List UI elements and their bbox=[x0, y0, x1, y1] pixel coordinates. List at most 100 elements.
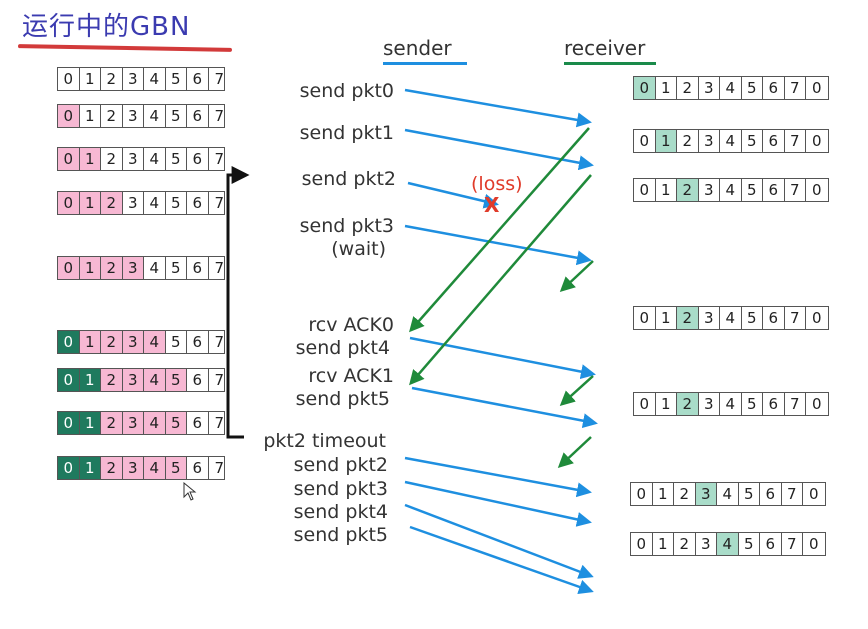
sender-seq-cell: 7 bbox=[214, 414, 225, 432]
timeout-bracket bbox=[226, 166, 250, 439]
arrow-pkt3 bbox=[404, 224, 592, 266]
ack1-arrow bbox=[409, 174, 592, 386]
sender-seq-cell: 6 bbox=[187, 68, 209, 90]
receiver-seq-cell: 6 bbox=[763, 130, 785, 152]
arrow-pkt4 bbox=[409, 336, 596, 380]
receiver-seq-cell: 1 bbox=[653, 533, 674, 555]
sender-seq-cell: 4 bbox=[144, 192, 166, 214]
sender-seq-cell: 6 bbox=[187, 412, 209, 434]
receiver-seq-cell: 3 bbox=[699, 393, 720, 415]
receiver-seq-cell: 2 bbox=[674, 483, 696, 505]
sender-seq-cell: 2 bbox=[101, 105, 123, 127]
receiver-seq-cell: 1 bbox=[656, 179, 677, 201]
sender-seq-cell: 4 bbox=[144, 105, 166, 127]
sender-seq-cell: 7 bbox=[214, 459, 225, 477]
sender-seq-cell: 5 bbox=[165, 369, 187, 391]
sender-seq-cell: 2 bbox=[101, 68, 123, 90]
receiver-seq-cell: 5 bbox=[739, 533, 760, 555]
sender-seq-cell: 1 bbox=[79, 331, 101, 353]
sender-seq-cell: 3 bbox=[122, 331, 144, 353]
sender-seq-cell: 1 bbox=[80, 68, 101, 90]
sender-seq-cell: 1 bbox=[79, 192, 101, 214]
receiver-seq-cell: 6 bbox=[763, 77, 785, 99]
sender-seq-cell: 0 bbox=[58, 105, 80, 127]
sender-seq-cell: 0 bbox=[58, 331, 80, 353]
receiver-seq-cell: 2 bbox=[677, 307, 699, 329]
arrow-pkt2-lost bbox=[407, 181, 499, 209]
receiver-seq-cell: 5 bbox=[742, 130, 763, 152]
sender-seq-cell: 7 bbox=[214, 107, 225, 125]
sender-seq-cell: 4 bbox=[144, 331, 166, 353]
receiver-seq-cell: 0 bbox=[634, 393, 656, 415]
sender-seq-cell: 0 bbox=[58, 412, 80, 434]
receiver-seq-cell: 2 bbox=[677, 393, 699, 415]
arrow-resend-pkt2 bbox=[404, 456, 592, 498]
sender-seq-cell: 4 bbox=[144, 68, 166, 90]
receiver-seq-cell: 1 bbox=[656, 77, 677, 99]
receiver-seq-cell: 3 bbox=[699, 77, 720, 99]
sender-seq-cell: 6 bbox=[187, 457, 209, 479]
event-rcv-ack0: rcv ACK0 bbox=[308, 314, 394, 336]
sender-seq-cell: 0 bbox=[58, 192, 80, 214]
event-resend-pkt4: send pkt4 bbox=[293, 501, 388, 523]
sender-seq-cell: 3 bbox=[122, 412, 144, 434]
receiver-seq-cell: 4 bbox=[720, 130, 742, 152]
sender-seq-cell: 4 bbox=[144, 369, 166, 391]
receiver-seq-cell: 3 bbox=[699, 179, 720, 201]
event-resend-pkt5: send pkt5 bbox=[293, 524, 388, 546]
sender-seq-cell: 7 bbox=[214, 194, 225, 212]
receiver-seq-cell: 0 bbox=[811, 79, 822, 97]
receiver-seq-cell: 0 bbox=[811, 132, 822, 150]
sender-seq-cell: 5 bbox=[166, 105, 187, 127]
sender-seq-cell: 3 bbox=[122, 257, 144, 279]
receiver-seq-cell: 4 bbox=[717, 533, 739, 555]
arrow-pkt1 bbox=[404, 128, 594, 171]
sender-seq-cell: 6 bbox=[187, 331, 209, 353]
sender-seq-cell: 3 bbox=[123, 68, 144, 90]
receiver-seq-cell: 2 bbox=[677, 179, 699, 201]
receiver-seq-cell: 5 bbox=[742, 307, 763, 329]
receiver-seq-cell: 5 bbox=[742, 77, 763, 99]
loss-label: (loss) bbox=[471, 173, 523, 195]
receiver-seq-cell: 0 bbox=[808, 485, 819, 503]
event-resend-pkt3: send pkt3 bbox=[293, 478, 388, 500]
sender-seq-cell: 4 bbox=[144, 412, 166, 434]
page-title: 运行中的GBN bbox=[22, 12, 191, 42]
sender-seq-cell: 7 bbox=[214, 333, 225, 351]
sender-header: sender bbox=[383, 36, 452, 60]
sender-seq-cell: 3 bbox=[123, 148, 144, 170]
receiver-seq-cell: 7 bbox=[785, 307, 806, 329]
sender-seq-cell: 1 bbox=[79, 457, 101, 479]
event-resend-pkt2: send pkt2 bbox=[293, 454, 388, 476]
arrow-resend-pkt5 bbox=[409, 525, 594, 595]
receiver-seq-cell: 4 bbox=[717, 483, 739, 505]
receiver-seq-cell: 0 bbox=[811, 309, 822, 327]
receiver-seq-cell: 6 bbox=[763, 307, 785, 329]
arrow-pkt0 bbox=[404, 88, 592, 128]
receiver-seq-cell: 6 bbox=[763, 393, 785, 415]
receiver-seq-cell: 0 bbox=[811, 181, 822, 199]
event-send-pkt5: send pkt5 bbox=[295, 388, 390, 410]
receiver-seq-cell: 0 bbox=[634, 307, 656, 329]
sender-seq-cell: 1 bbox=[79, 369, 101, 391]
sender-seq-cell: 7 bbox=[214, 259, 225, 277]
sender-underline bbox=[383, 62, 467, 65]
receiver-seq-cell: 1 bbox=[655, 130, 677, 152]
arrow-resend-pkt3 bbox=[404, 480, 592, 527]
event-send-pkt0: send pkt0 bbox=[299, 80, 394, 102]
sender-seq-cell: 0 bbox=[58, 257, 80, 279]
sender-seq-cell: 4 bbox=[144, 148, 166, 170]
receiver-seq-cell: 6 bbox=[763, 179, 785, 201]
sender-seq-cell: 3 bbox=[123, 105, 144, 127]
